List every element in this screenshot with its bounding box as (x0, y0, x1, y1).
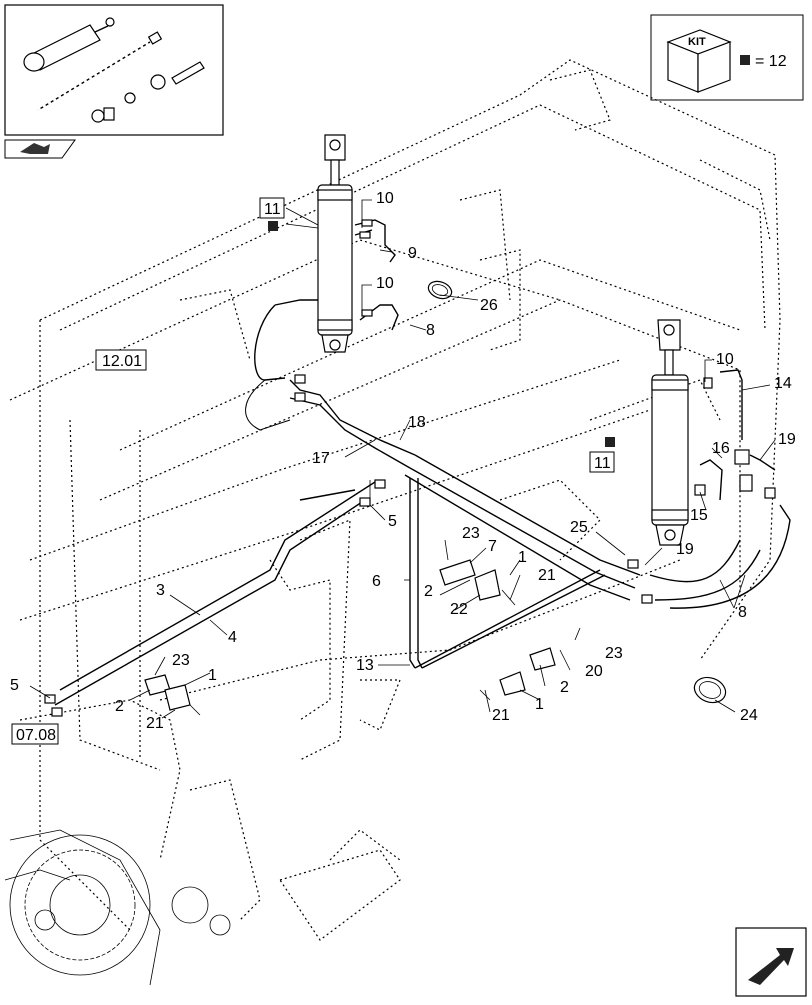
ref-box-11-left: 11 (259, 197, 285, 231)
hydraulic-lines (54, 219, 791, 706)
part-label: 17 (312, 450, 330, 467)
kit-marker-icon (605, 437, 615, 447)
ref-box-07-08[interactable]: 07.08 (11, 723, 59, 745)
part-labels: 10 9 10 8 26 10 14 18 17 16 19 5 15 23 7… (10, 190, 796, 732)
part-label: 19 (778, 431, 796, 448)
hose-icon (37, 31, 163, 111)
part-label: 20 (585, 663, 603, 680)
ref-box-12-01[interactable]: 12.01 (95, 349, 147, 371)
drive-wheel (4, 829, 231, 986)
cylinder-icon (23, 17, 115, 72)
right-cylinder (651, 319, 689, 546)
part-label: 23 (172, 652, 190, 669)
part-label: 22 (450, 601, 468, 618)
part-label: 14 (774, 375, 792, 392)
kit-box-icon: KIT (666, 29, 732, 93)
part-label: 10 (716, 351, 734, 368)
kit-marker-icon (740, 55, 750, 65)
part-label: 4 (228, 629, 237, 646)
kit-title: KIT (688, 36, 706, 48)
part-label: 5 (388, 513, 397, 530)
part-label: 7 (488, 538, 497, 555)
part-label: 21 (146, 715, 164, 732)
part-label: 10 (376, 275, 394, 292)
machine-frame (9, 59, 781, 941)
part-label: 1 (518, 549, 527, 566)
kit-legend: KIT = 12 (650, 14, 804, 101)
part-label: 15 (690, 507, 708, 524)
part-label: 9 (408, 245, 417, 262)
part-label: 19 (676, 541, 694, 558)
part-label: 23 (462, 525, 480, 542)
svg-text:11: 11 (264, 201, 281, 218)
part-label: 23 (605, 645, 623, 662)
part-label: 26 (480, 297, 498, 314)
kit-marker-icon (268, 221, 278, 231)
clamp-brackets (144, 559, 556, 716)
part-label: 8 (426, 322, 435, 339)
part-label: 2 (115, 698, 124, 715)
part-label: 18 (408, 414, 426, 431)
part-label: 2 (424, 583, 433, 600)
fittings (44, 219, 776, 717)
kit-equals: = 12 (755, 53, 787, 70)
part-label: 13 (356, 657, 374, 674)
part-label: 25 (570, 519, 588, 536)
hose-clamp-26 (427, 280, 453, 300)
part-label: 2 (560, 679, 569, 696)
tube-icon (171, 61, 205, 85)
part-label: 1 (535, 696, 544, 713)
kit-contents-inset (4, 4, 224, 136)
part-label: 21 (492, 707, 510, 724)
svg-text:12.01: 12.01 (102, 353, 142, 370)
part-label: 3 (156, 582, 165, 599)
part-label: 8 (738, 604, 747, 621)
plug-icon (124, 92, 136, 104)
next-page-icon[interactable] (735, 927, 807, 997)
part-label: 24 (740, 707, 758, 724)
hose-clamp-24 (693, 676, 727, 704)
fitting-icon (91, 107, 115, 123)
svg-text:11: 11 (594, 455, 611, 472)
part-label: 6 (372, 573, 381, 590)
leader-lines (29, 199, 776, 719)
prev-page-icon[interactable] (4, 139, 76, 159)
part-label: 1 (208, 667, 217, 684)
part-label: 10 (376, 190, 394, 207)
part-label: 5 (10, 677, 19, 694)
svg-text:07.08: 07.08 (16, 727, 56, 744)
ref-box-11-right: 11 (589, 437, 615, 473)
nut-icon (150, 74, 166, 90)
part-label: 16 (712, 440, 730, 457)
part-label: 21 (538, 567, 556, 584)
left-cylinder (317, 134, 353, 353)
